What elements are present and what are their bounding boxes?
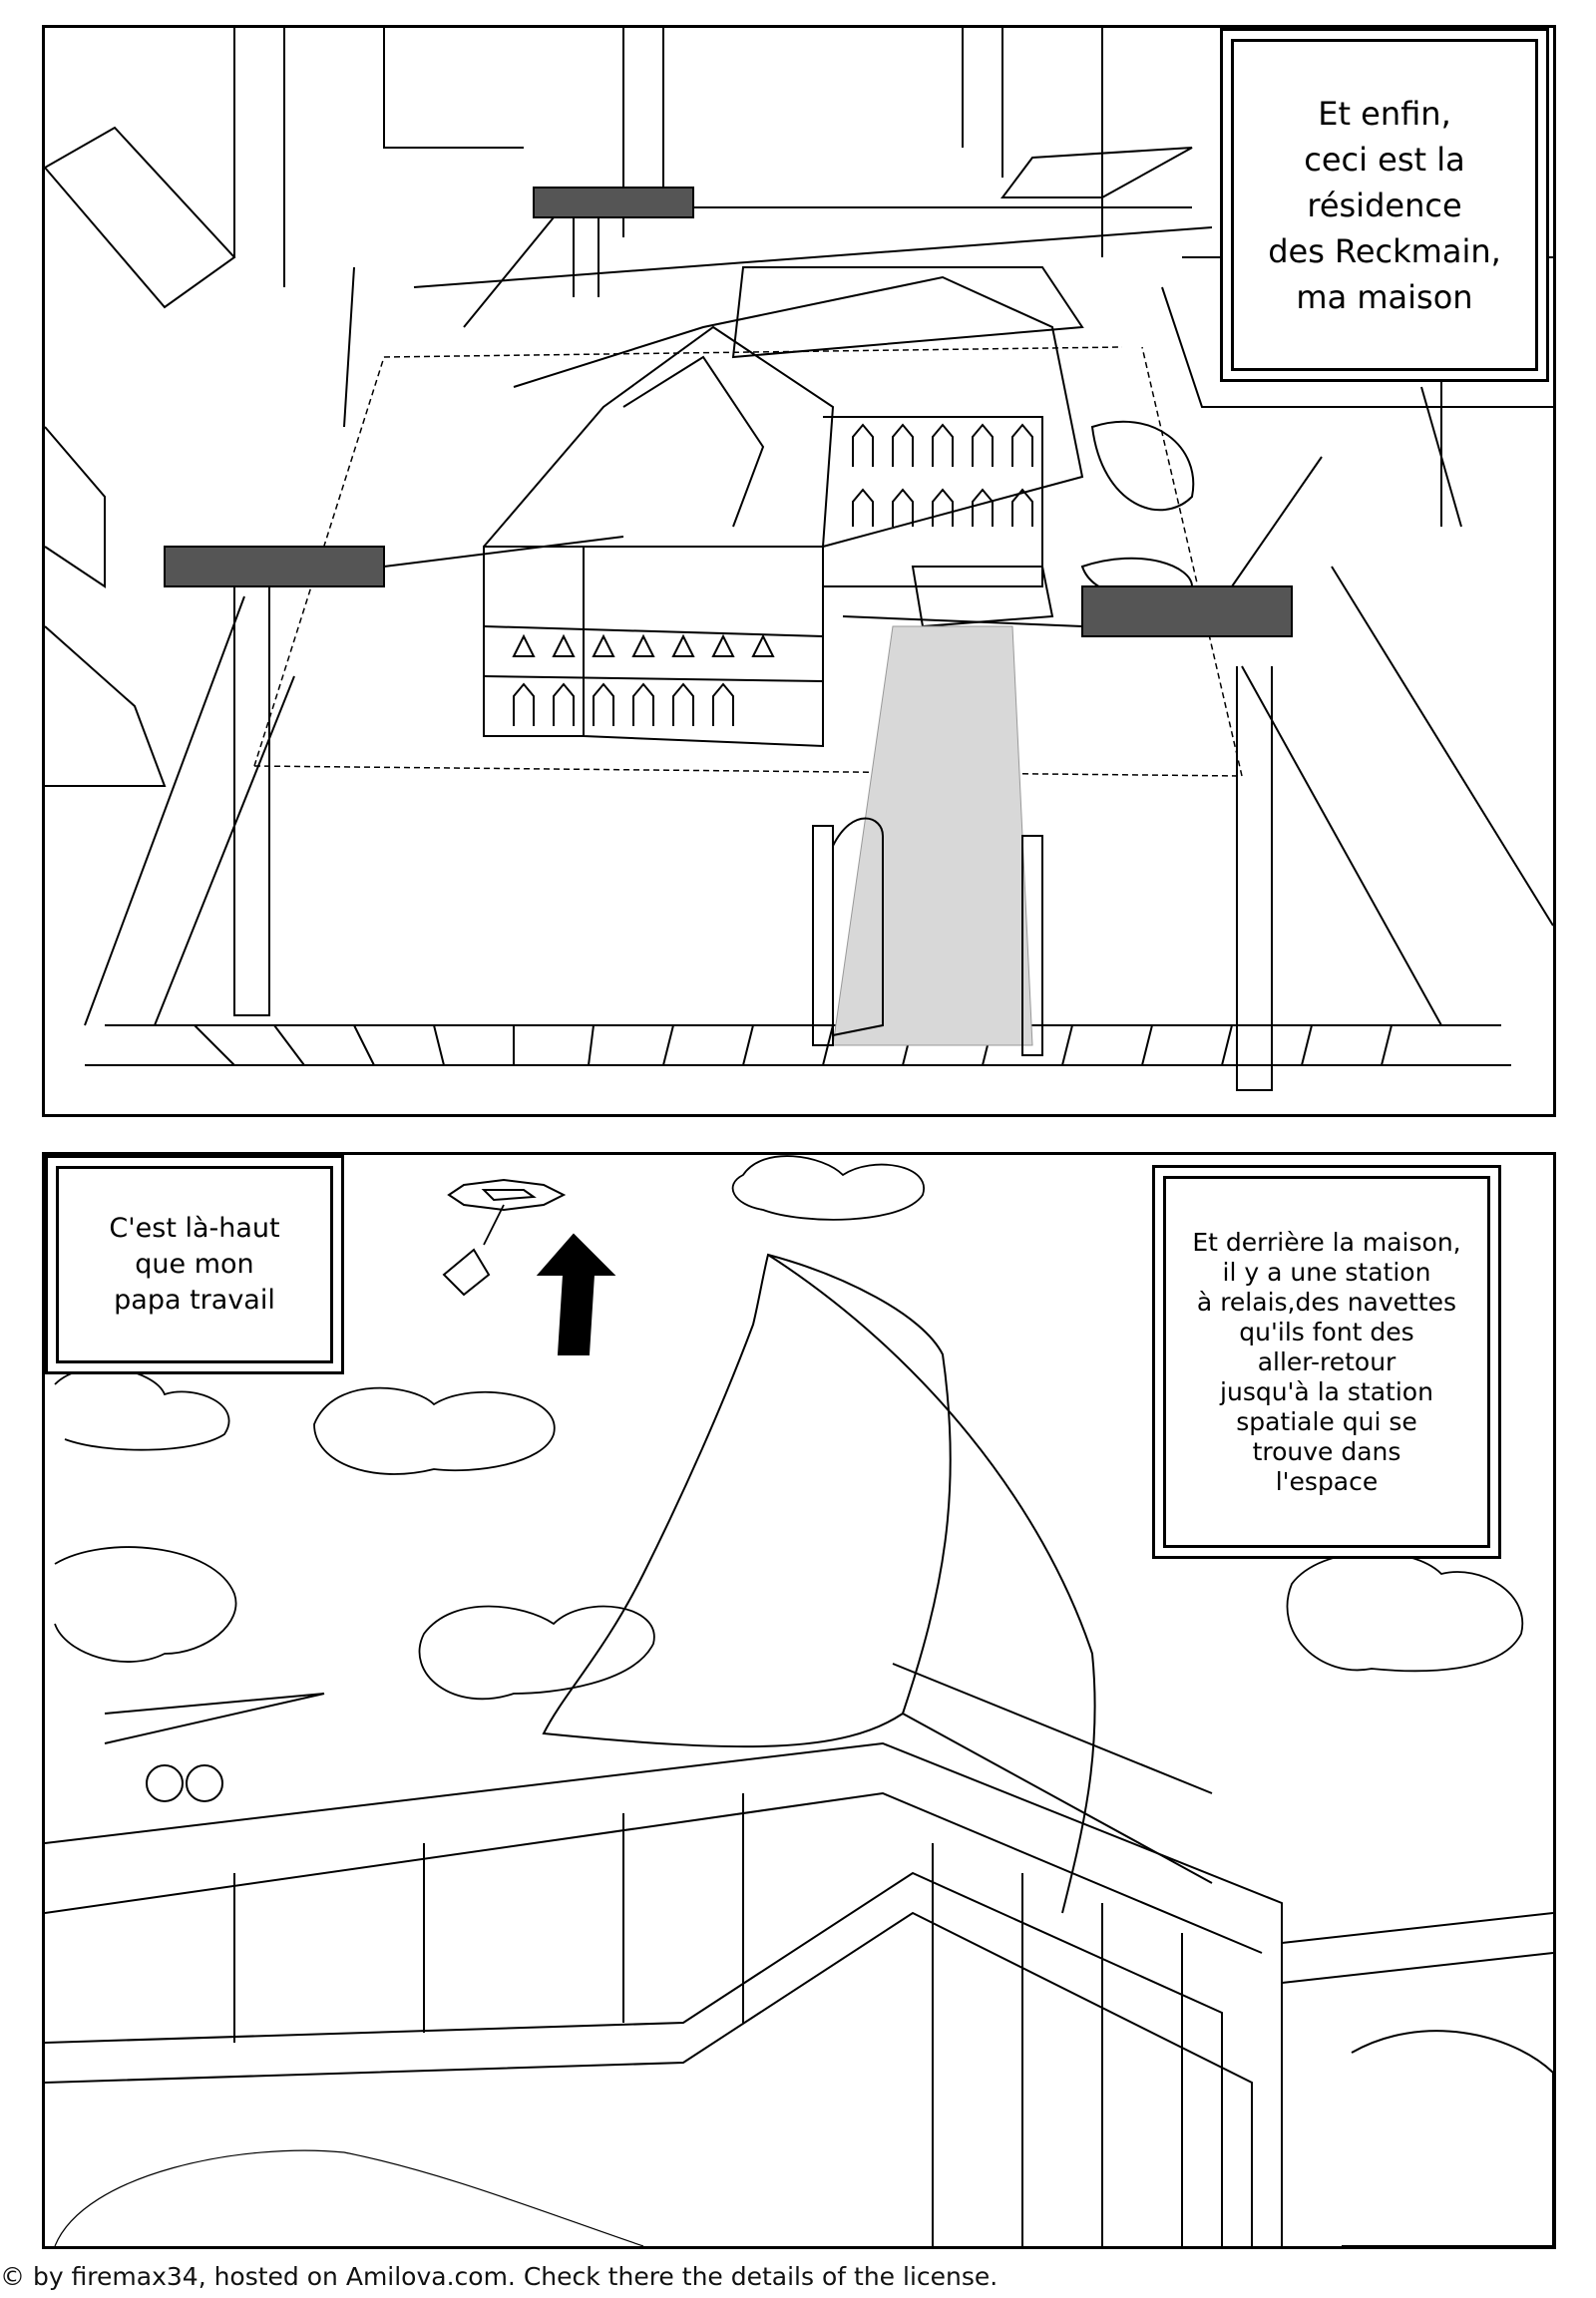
comic-panel-station: C'est là-haut que mon papa travail Et de… [42,1152,1556,2249]
caption-line: spatiale qui se [1236,1406,1417,1436]
arrow-up-icon [536,1233,616,1355]
comic-panel-residence: Et enfin, ceci est la résidence des Reck… [42,25,1556,1117]
caption-line: des Reckmain, [1268,231,1501,270]
background-buildings [45,28,1553,787]
yard-fence [253,346,1243,777]
license-credit: © by firemax34, hosted on Amilova.com. C… [0,2262,998,2291]
caption-line: aller-retour [1257,1346,1396,1376]
caption-line: C'est là-haut [109,1213,280,1244]
antenna-platform [104,1693,325,1744]
narration-box-papa: C'est là-haut que mon papa travail [45,1155,344,1374]
flying-shuttle [442,1178,567,1297]
caption-line: trouve dans [1252,1436,1401,1466]
caption-line: papa travail [114,1285,275,1316]
street-pavement [84,566,1553,1066]
caption-line: il y a une station [1222,1257,1431,1287]
caption-line: qu'ils font des [1239,1317,1414,1346]
narration-box-residence: Et enfin, ceci est la résidence des Reck… [1220,28,1549,382]
caption-line: que mon [135,1249,254,1280]
glass-dome [1090,420,1195,512]
caption-line: l'espace [1275,1466,1379,1496]
caption-line: à relais,des navettes [1196,1287,1457,1317]
caption-line: ceci est la [1304,140,1465,179]
front-gate [812,817,1043,1056]
foreground-buildings [45,1693,1553,2246]
entrance-porch [911,566,1054,628]
residence-illustration [45,28,1553,1091]
station-tower [542,1253,1213,1914]
caption-line: jusqu'à la station [1220,1376,1433,1406]
station-illustration [45,1155,1553,2246]
caption-line: résidence [1307,186,1462,224]
narration-box-station: Et derrière la maison, il y a une statio… [1152,1165,1501,1559]
caption-line: Et enfin, [1318,94,1451,133]
caption-line: Et derrière la maison, [1192,1227,1461,1257]
gravel-path [832,625,1033,1046]
mansion [483,266,1195,748]
narration-box-inner: Et derrière la maison, il y a une statio… [1163,1176,1490,1548]
mansion-windows [512,423,1033,726]
narration-box-inner: Et enfin, ceci est la résidence des Reck… [1231,39,1538,371]
narration-box-inner: C'est là-haut que mon papa travail [56,1166,333,1363]
caption-line: ma maison [1296,277,1473,316]
landing-pylons [164,147,1462,1091]
